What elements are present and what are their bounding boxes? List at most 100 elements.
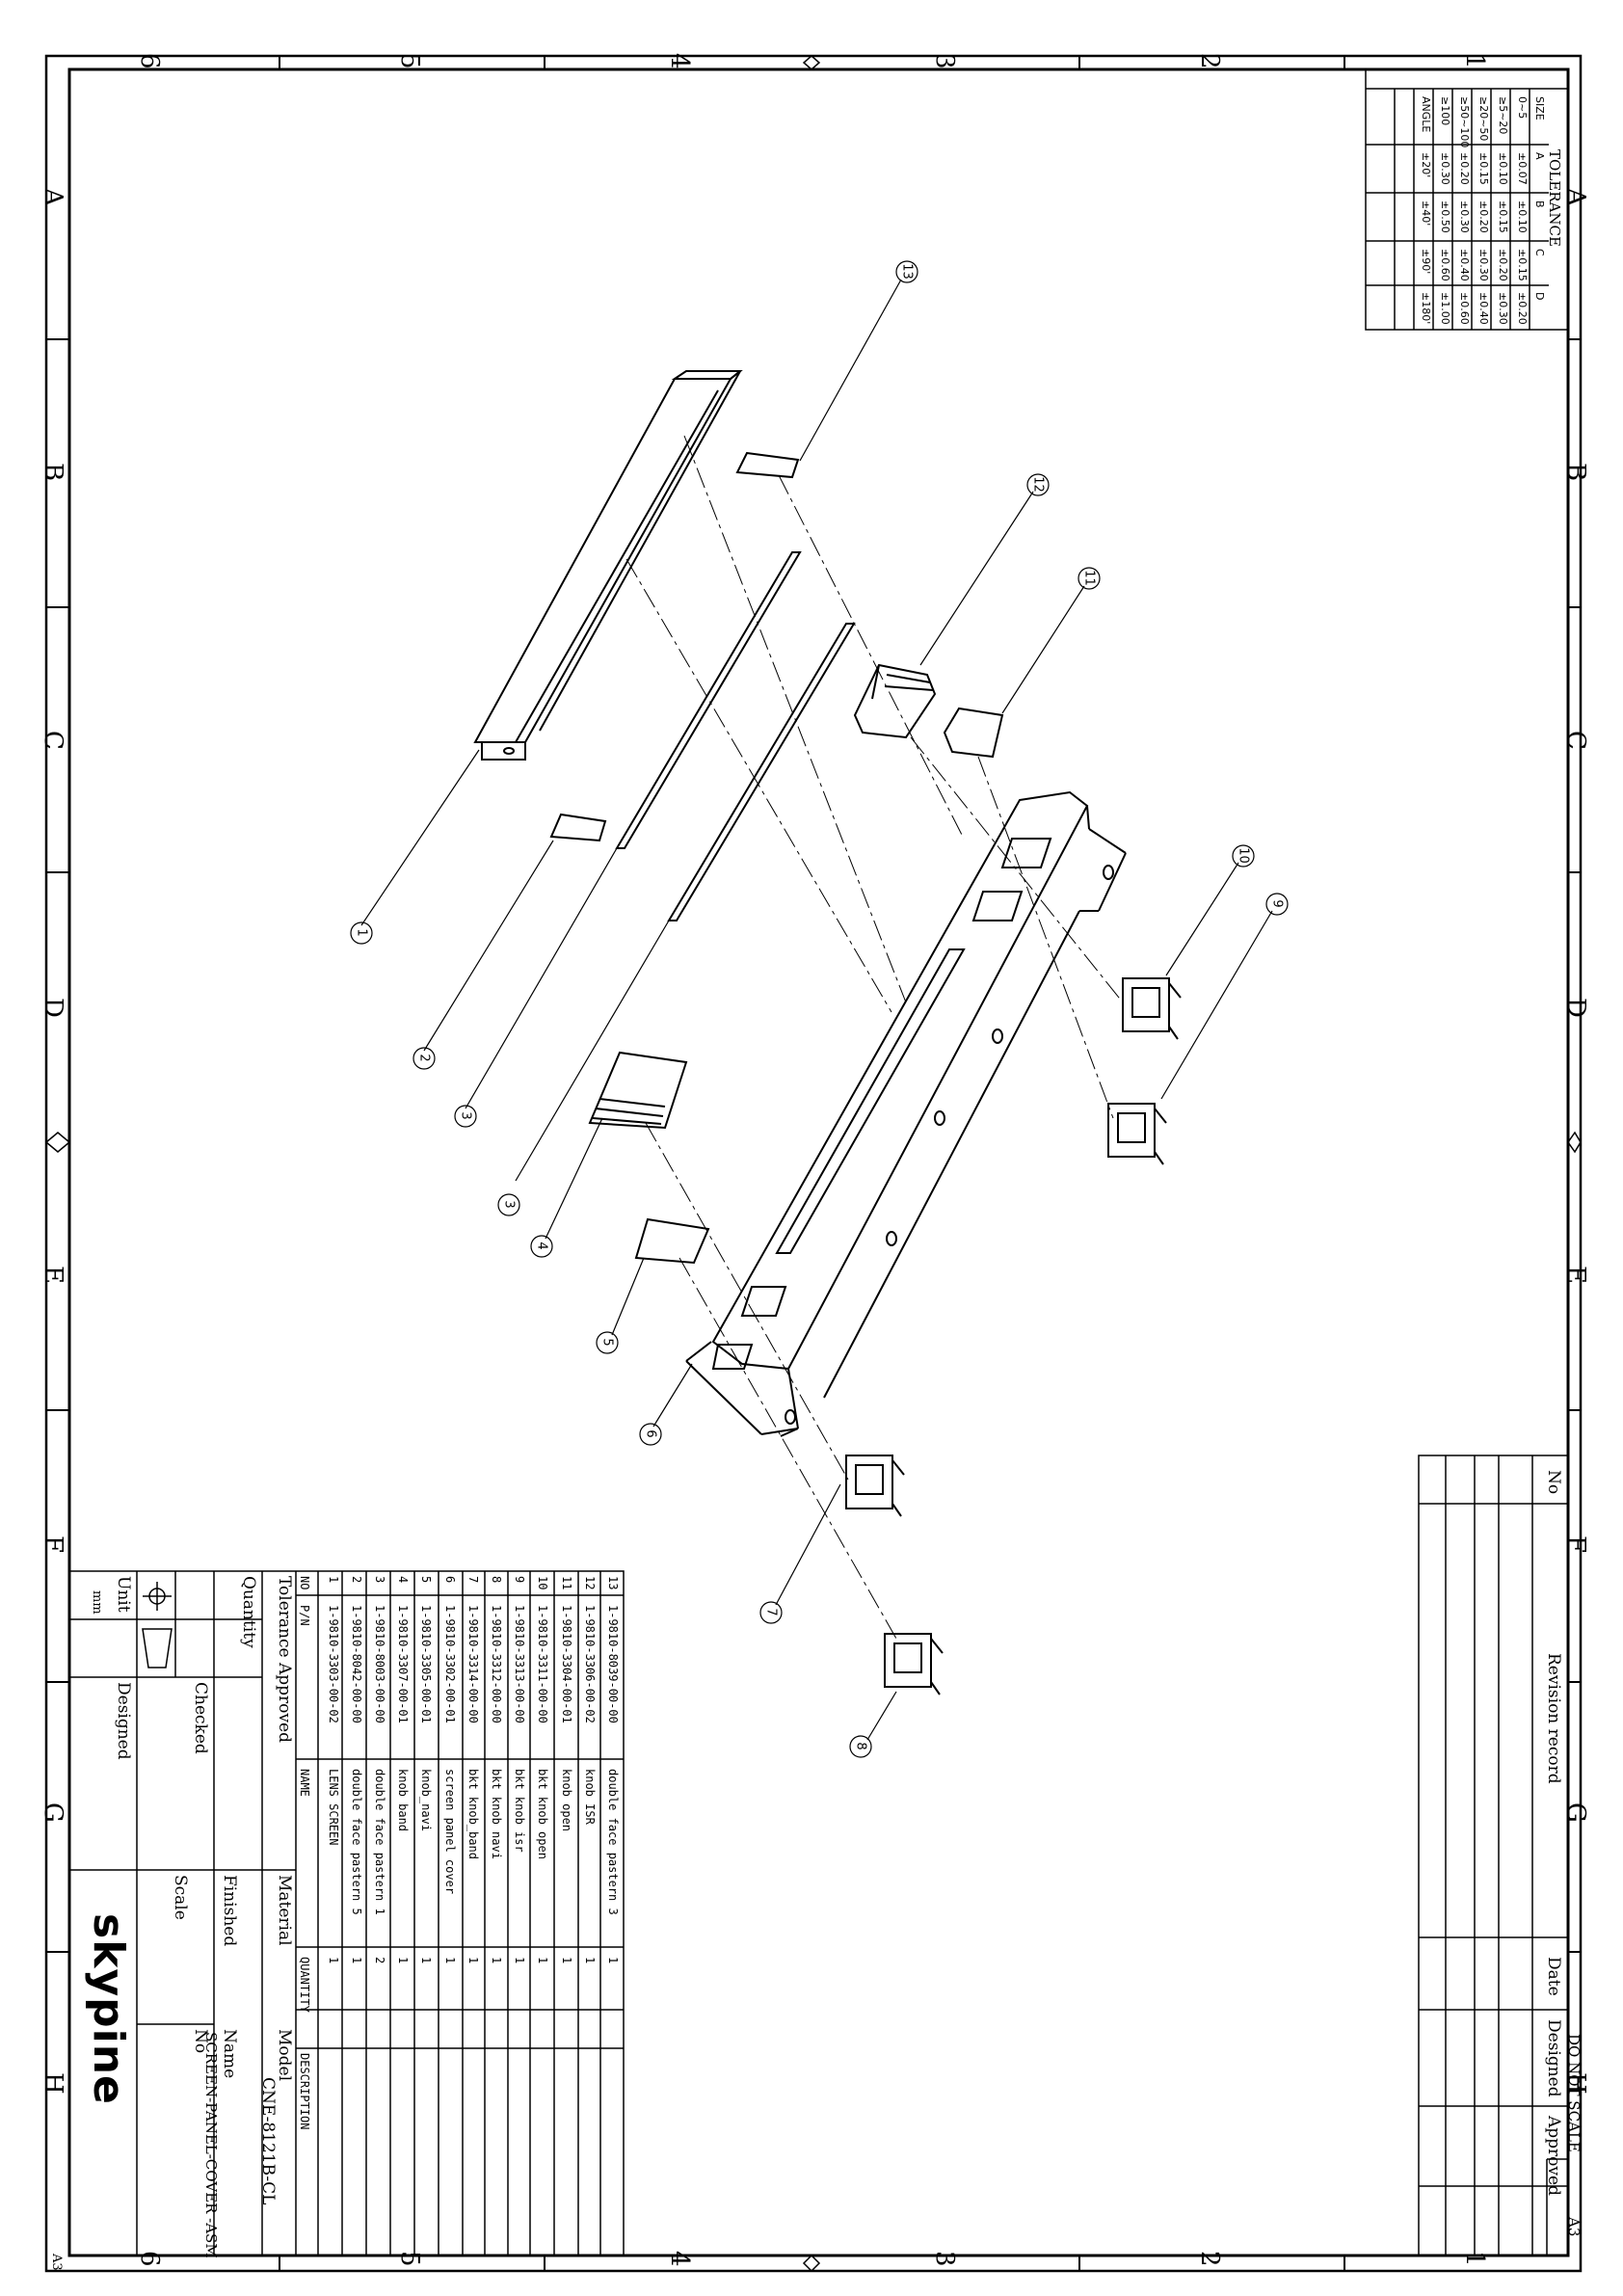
titleblock-quantity-label: Quantity [239, 1576, 258, 1648]
bom-row-cell: 1-9810-3314-00-00 [466, 1605, 480, 1723]
callout-label: 9 [1269, 899, 1285, 908]
callout-label: 7 [763, 1608, 779, 1616]
bom-header-2: NAME [298, 1769, 311, 1797]
revision-header-approved: Approved [1544, 2116, 1563, 2196]
zone-col-1-bottom: 1 [1460, 2251, 1489, 2267]
callout-label: 12 [1030, 476, 1046, 493]
tolerance-cell: ≥20~50 [1477, 96, 1490, 142]
part-pastern-2 [549, 813, 607, 842]
bom-row-cell: 1 [419, 1957, 434, 1964]
bom-row-cell: double face pastern 5 [349, 1769, 363, 1915]
titleblock-unit-label: Unit [114, 1576, 133, 1613]
tolerance-cell: ±0.60 [1439, 249, 1451, 281]
tolerance-cell: ±0.10 [1497, 152, 1509, 185]
zone-col-3-bottom: 3 [930, 2251, 959, 2267]
titleblock-approved-label: Approved [275, 1663, 294, 1743]
tolerance-cell: ±0.50 [1439, 200, 1451, 233]
bom-row-cell: knob_navi [419, 1769, 434, 1832]
bom-row-cell: 7 [466, 1576, 480, 1584]
bom-row-cell: 13 [606, 1576, 620, 1590]
tolerance-cell: ≥5~20 [1497, 96, 1509, 135]
tolerance-header-3: C [1533, 249, 1546, 256]
bom-row-cell: 1-9810-3312-00-00 [490, 1605, 503, 1723]
bom-row-cell: 1-9810-3313-00-00 [513, 1605, 527, 1723]
exploded-view [473, 370, 1182, 1695]
bom-row-cell: 1-9810-3304-00-01 [559, 1605, 573, 1723]
quality-symbol [142, 1582, 173, 1669]
tolerance-table-grid [1365, 68, 1569, 331]
zone-row-g-right: G [1561, 1802, 1590, 1823]
callout-label: 3 [501, 1200, 517, 1209]
part-pastern-1b [667, 623, 856, 921]
zone-col-2-bottom: 2 [1195, 2251, 1224, 2267]
leader-lines [360, 279, 1273, 1741]
zone-row-d-left: D [39, 998, 67, 1018]
bom-row-cell: 1 [442, 1957, 457, 1964]
bom-row-cell: 9 [513, 1576, 527, 1584]
zone-ticks [46, 56, 1581, 2271]
bom-row-cell: 1-9810-3302-00-01 [442, 1605, 457, 1723]
zone-row-a-left: A [39, 188, 67, 206]
zone-row-a-right: A [1561, 188, 1590, 206]
bom-row-cell: 1 [396, 1957, 411, 1964]
part-knob-navi [634, 1217, 710, 1265]
titleblock-model-value: CNE-8121B-CL [258, 2077, 278, 2205]
tolerance-cell: ±0.20 [1497, 249, 1509, 281]
bom-row-cell: 2 [349, 1576, 363, 1584]
tolerance-cell: ±0.07 [1516, 152, 1529, 185]
titleblock-no-label: No [191, 2029, 210, 2054]
tolerance-cell: ±0.10 [1516, 200, 1529, 233]
bom-row-cell: 1 [582, 1957, 597, 1964]
tolerance-cell: ±0.20 [1516, 292, 1529, 325]
bom-row-cell: 5 [419, 1576, 434, 1584]
bom-row-cell: 10 [536, 1576, 550, 1590]
titleblock-grid [68, 1570, 625, 2256]
tolerance-cell: 0~5 [1516, 96, 1529, 120]
titleblock-designed-label: Designed [114, 1682, 133, 1760]
part-pastern-1a [615, 551, 802, 849]
tolerance-title: TOLERANCE [1546, 149, 1563, 247]
assembly-lines [625, 435, 1124, 1640]
zone-row-g-left: G [39, 1802, 67, 1823]
callout-circles [350, 260, 1289, 1758]
callout-label: 4 [534, 1241, 549, 1250]
zone-col-4-top: 4 [665, 53, 694, 69]
callout-label: 10 [1236, 847, 1251, 864]
bom-row-cell: 1 [349, 1957, 363, 1964]
zone-row-b-left: B [39, 463, 67, 482]
zone-row-b-right: B [1561, 463, 1590, 482]
bom-row-cell: 1 [559, 1957, 573, 1964]
bom-row-cell: 4 [396, 1576, 411, 1584]
tolerance-cell: ±1.00 [1439, 292, 1451, 325]
bom-row-cell: 1 [536, 1957, 550, 1964]
bom-row-cell: 12 [582, 1576, 597, 1590]
part-bkt-knob-isr [1107, 1103, 1167, 1165]
revision-header-designed: Designed [1544, 2019, 1563, 2097]
bom-row-cell: 1-9810-8042-00-00 [349, 1605, 363, 1723]
callout-label: 8 [853, 1742, 868, 1750]
tolerance-cell: ±0.30 [1458, 200, 1471, 233]
revision-table-grid [1418, 1455, 1569, 2256]
zone-row-h-left: H [39, 2072, 67, 2095]
bom-row-cell: 2 [373, 1957, 386, 1964]
zone-col-3-top: 3 [930, 53, 959, 69]
bom-row-cell: 1 [490, 1957, 503, 1964]
do-not-scale-note: DO NOT SCALE [1565, 2034, 1583, 2152]
part-bkt-knob-navi [884, 1633, 944, 1695]
bom-row-cell: 3 [373, 1576, 386, 1584]
bom-row-cell: 1 [466, 1957, 480, 1964]
zone-row-d-right: D [1561, 998, 1590, 1018]
bom-row-cell: knob band [396, 1769, 411, 1832]
part-pastern-13 [735, 451, 800, 479]
titleblock-scale-label: Scale [171, 1875, 190, 1920]
zone-col-6-top: 6 [135, 53, 164, 69]
bom-row-cell: bkt knob navi [490, 1769, 503, 1859]
callout-label: 3 [458, 1111, 473, 1120]
tolerance-cell: ≥100 [1439, 96, 1451, 126]
titleblock-checked-label: Checked [191, 1682, 210, 1754]
bom-header-3: QUANTITY [298, 1957, 311, 2013]
bom-row-cell: 11 [559, 1576, 573, 1590]
callout-label: 5 [599, 1338, 615, 1347]
zone-col-1-top: 1 [1460, 53, 1489, 69]
